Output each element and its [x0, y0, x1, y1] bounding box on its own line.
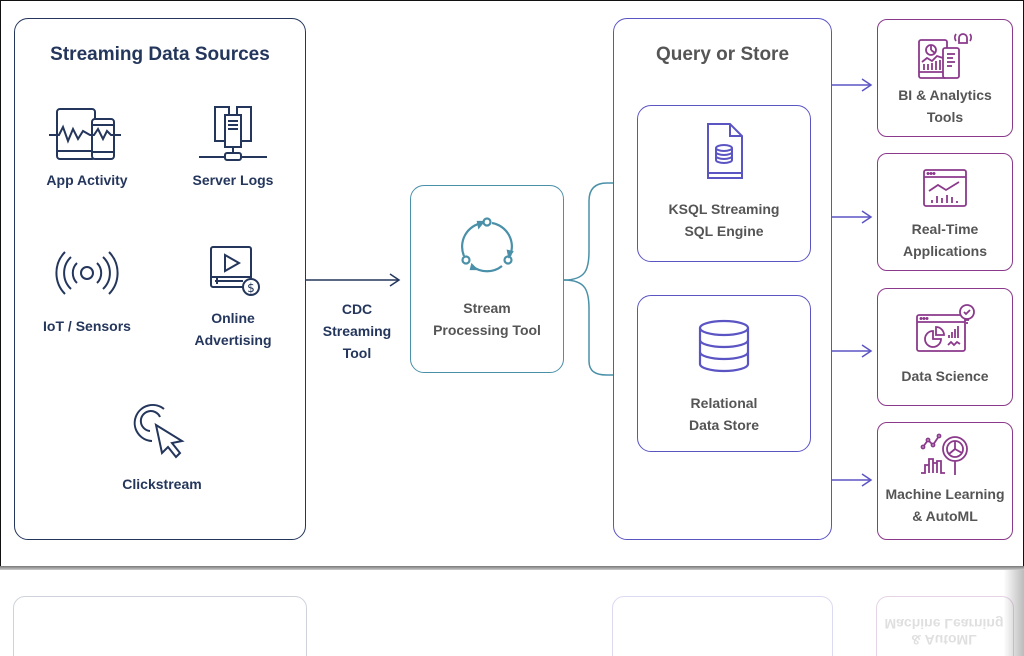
svg-text:$: $: [247, 281, 255, 295]
source-label: Online Advertising: [173, 307, 293, 351]
reflection-output-box: [876, 596, 1014, 656]
source-online-advertising: $ Online Advertising: [173, 245, 293, 351]
label-line: Real-Time: [911, 221, 979, 237]
cdc-line: CDC: [341, 301, 373, 317]
label-line: Advertising: [194, 332, 272, 348]
label-line: Data Store: [688, 417, 760, 433]
query-store-panel: Query or Store: [613, 18, 832, 540]
cursor-click-icon: [133, 404, 185, 459]
reflection-text: & AutoML Machine Learning: [876, 616, 1012, 648]
label-line: Applications: [902, 243, 987, 259]
source-label: Clickstream: [122, 476, 202, 492]
cdc-line: Streaming: [322, 323, 392, 339]
output-label: Machine Learning & AutoML: [878, 483, 1012, 527]
dashboard-devices-icon: [918, 33, 973, 79]
sources-panel: Streaming Data Sources App Activity: [14, 18, 306, 540]
reflection-sources-box: [13, 596, 307, 656]
output-real-time-apps: Real-Time Applications: [877, 153, 1013, 271]
output-data-science: Data Science: [877, 288, 1013, 406]
label-line: Stream: [463, 300, 511, 316]
relational-store-box: Relational Data Store: [637, 295, 811, 452]
wireless-signal-icon: [55, 251, 119, 295]
source-app-activity: App Activity: [27, 105, 147, 191]
cdc-arrow: [305, 273, 401, 287]
frame-shadow: [0, 566, 1024, 570]
source-iot-sensors: IoT / Sensors: [27, 249, 147, 337]
label-line: SQL Engine: [684, 223, 764, 239]
tablet-phone-activity-icon: [49, 108, 121, 160]
source-server-logs: Server Logs: [173, 105, 293, 191]
output-label: Real-Time Applications: [878, 218, 1012, 262]
output-machine-learning: Machine Learning & AutoML: [877, 422, 1013, 540]
query-store-title: Query or Store: [655, 44, 790, 65]
ksql-engine-label: KSQL Streaming SQL Engine: [638, 198, 810, 242]
source-label: IoT / Sensors: [43, 318, 131, 334]
database-icon: [698, 319, 750, 373]
label-line: BI & Analytics: [898, 87, 992, 103]
source-label: App Activity: [46, 172, 128, 188]
label-line: & AutoML: [911, 632, 977, 648]
server-network-icon: [199, 106, 267, 161]
relational-store-label: Relational Data Store: [638, 392, 810, 436]
video-dollar-icon: $: [210, 246, 260, 296]
label-line: Tools: [926, 109, 964, 125]
reflection: & AutoML Machine Learning: [0, 570, 1024, 656]
label-line: Machine Learning: [885, 486, 1005, 502]
label-line: & AutoML: [912, 508, 978, 524]
label-line: Processing Tool: [433, 322, 541, 338]
label-line: KSQL Streaming: [668, 201, 780, 217]
database-file-icon: [707, 123, 743, 179]
pie-chart-lightbulb-icon: [916, 304, 975, 352]
output-arrows: [831, 78, 873, 487]
source-clickstream: Clickstream: [102, 399, 222, 495]
cdc-line: Tool: [342, 345, 372, 361]
diagram-frame: Streaming Data Sources App Activity: [0, 0, 1024, 567]
reflection-query-box: [612, 596, 833, 656]
ksql-engine-box: KSQL Streaming SQL Engine: [637, 105, 811, 262]
output-label: BI & Analytics Tools: [878, 84, 1012, 128]
sources-title: Streaming Data Sources: [50, 44, 270, 65]
cycle-icon: [461, 217, 514, 273]
label-line: Data Science: [901, 368, 989, 384]
label-line: Online: [211, 310, 255, 326]
stream-processing-label: Stream Processing Tool: [411, 297, 563, 341]
source-label: Server Logs: [192, 172, 274, 188]
label-line: Relational: [690, 395, 758, 411]
browser-chart-icon: [923, 169, 967, 207]
output-label: Data Science: [878, 365, 1012, 387]
cdc-label: CDC Streaming Tool: [317, 298, 397, 364]
output-bi-analytics: BI & Analytics Tools: [877, 19, 1013, 137]
label-line: Machine Learning: [884, 616, 1004, 632]
stream-processing-box: Stream Processing Tool: [410, 185, 564, 373]
chart-magnifier-icon: [920, 433, 968, 475]
